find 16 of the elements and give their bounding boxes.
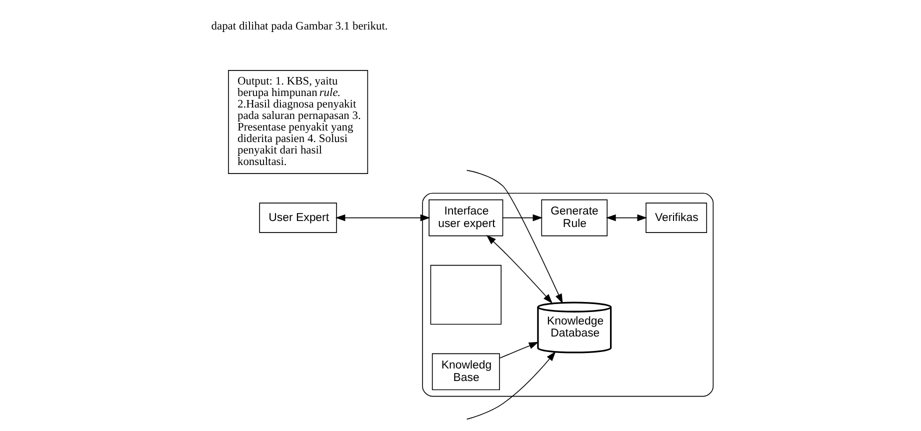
node-box: Output: 1. KBS, yaitu berupa himpunan rule. 2.Hasil diagnosa penyakit pada saluran pernapasan 3. Presentase penyakit yang diderita pasien 4. Solusi penyakit dari hasil konsultasi. bbox=[228, 70, 368, 174]
node-box: Interface user expert bbox=[428, 199, 503, 236]
node-box: Verifikas bbox=[645, 202, 707, 233]
arrow bbox=[502, 214, 542, 222]
arrow bbox=[486, 235, 552, 304]
arrow bbox=[466, 351, 556, 420]
arrow bbox=[605, 214, 647, 222]
node-box: Generate Rule bbox=[540, 199, 608, 236]
label: dapat dilihat pada Gambar 3.1 berikut. bbox=[210, 20, 388, 32]
node-box bbox=[430, 264, 502, 325]
arrow bbox=[334, 214, 430, 222]
arrow bbox=[466, 170, 562, 304]
node-box: User Expert bbox=[258, 202, 336, 233]
node-box: Knowledg Base bbox=[431, 353, 500, 390]
arrow bbox=[498, 342, 538, 359]
cluster bbox=[422, 192, 714, 397]
